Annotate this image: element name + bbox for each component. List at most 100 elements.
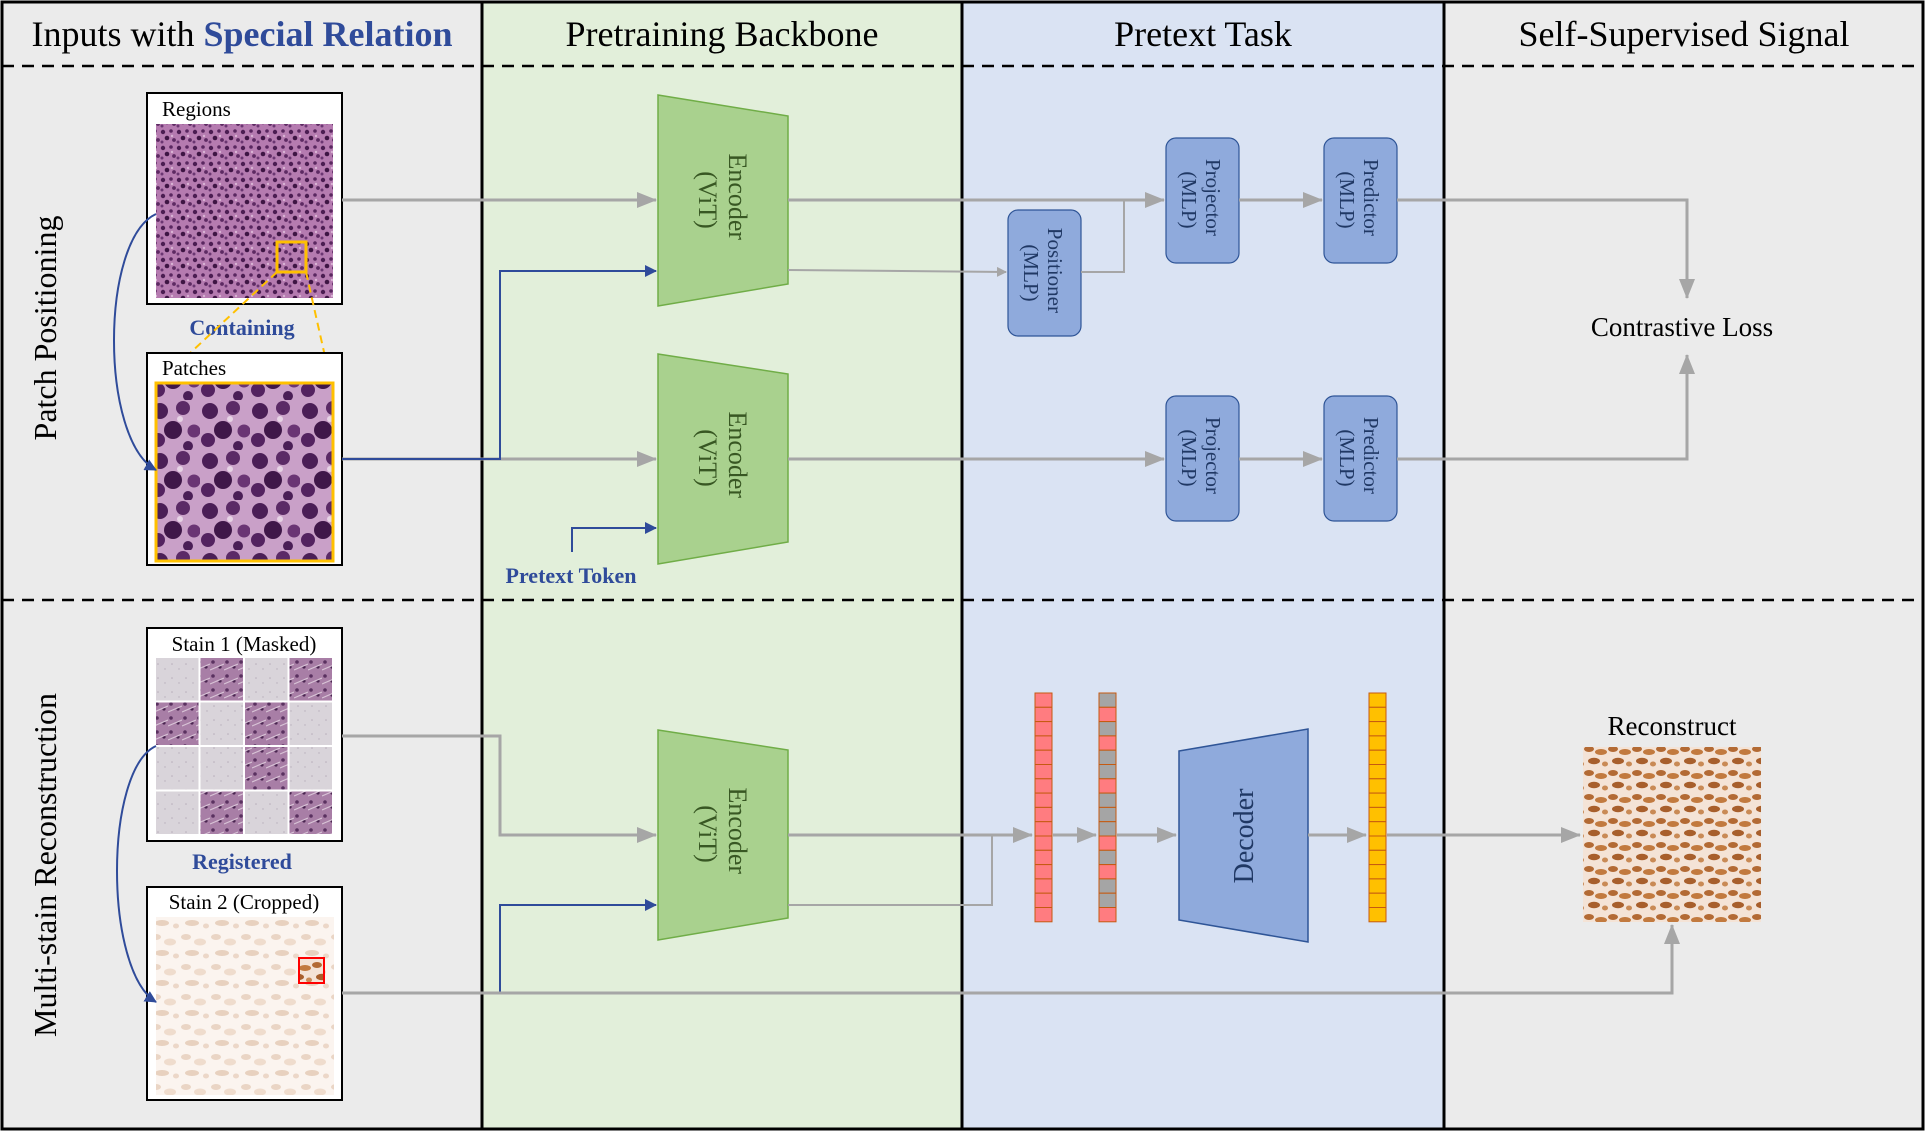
stain1-image-card: Stain 1 (Masked) (146, 627, 343, 842)
svg-text:Projector (MLP): Projector (MLP) (1177, 417, 1225, 499)
stain2-to-reconstruct (342, 924, 1680, 995)
output-token (1368, 849, 1387, 866)
predictor-1: Predictor (MLP) (1323, 137, 1398, 264)
stain2-ihc-image (156, 917, 334, 1095)
visible-token (1034, 821, 1053, 837)
row-label-multistain: Multi-stain Reconstruction (27, 693, 63, 1037)
stain1-tile-light (245, 791, 288, 834)
stain1-tile-light (156, 791, 199, 834)
encoder-2: Encoder (ViT) (657, 353, 789, 565)
output-token (1368, 749, 1387, 766)
output-token (1368, 892, 1387, 909)
containing-label: Containing (189, 315, 294, 340)
encoder1-to-positioner (787, 266, 1007, 277)
visible-token (1034, 706, 1053, 723)
visible-token (1034, 764, 1053, 780)
patches-histology-image (154, 381, 335, 563)
region-highlight-box (275, 240, 308, 274)
positioner-merge-line (1081, 200, 1125, 273)
encoder-3: Encoder (ViT) (657, 729, 789, 941)
visible-token (1034, 849, 1053, 866)
reconstructed-stain-image (1583, 747, 1761, 922)
output-token (1368, 792, 1387, 808)
masked-token (1098, 792, 1117, 808)
stain1-masked-grid (156, 658, 332, 834)
encoder3-side-branch (788, 835, 993, 906)
output-token (1368, 778, 1387, 794)
header-inputs: Inputs with Special Relation (31, 14, 452, 54)
projector-1: Projector (MLP) (1165, 137, 1240, 264)
encoder-1: Encoder (ViT) (657, 94, 789, 307)
masked-token (1098, 706, 1117, 723)
stain1-label: Stain 1 (Masked) (172, 632, 317, 656)
visible-token (1034, 907, 1053, 923)
visible-token (1034, 721, 1053, 737)
patches-label: Patches (162, 356, 226, 380)
svg-text:Predictor (MLP): Predictor (MLP) (1335, 159, 1383, 241)
encoder-2-type: (ViT) (693, 429, 722, 487)
decoder: Decoder (1178, 728, 1309, 943)
predictor2-to-loss (1397, 354, 1695, 461)
stain1-to-stain2-curve (116, 745, 157, 1003)
visible-token (1034, 792, 1053, 808)
registered-label: Registered (192, 849, 292, 874)
svg-text:Encoder (ViT): Encoder (ViT) (693, 787, 752, 880)
output-token (1368, 764, 1387, 780)
stain1-tile-dark (200, 791, 243, 834)
visible-token-column (1034, 692, 1053, 923)
visible-token (1034, 835, 1053, 851)
encoder-3-name: Encoder (723, 787, 752, 874)
output-token (1368, 821, 1387, 837)
regions-to-patches-curve (113, 213, 157, 471)
svg-text:Positioner (MLP): Positioner (MLP) (1019, 228, 1067, 318)
projector-2-name: Projector (1201, 417, 1225, 494)
stain1-tile-light (200, 747, 243, 790)
predictor-1-name: Predictor (1359, 159, 1383, 236)
visible-token (1034, 864, 1053, 880)
predictor-2-name: Predictor (1359, 417, 1383, 494)
masked-token (1098, 692, 1117, 708)
stain1-tile-dark (289, 791, 332, 834)
masked-token (1098, 892, 1117, 909)
svg-text:Projector (MLP): Projector (MLP) (1177, 159, 1225, 241)
masked-token (1098, 749, 1117, 766)
output-token (1368, 706, 1387, 723)
stain1-tile-light (156, 658, 199, 701)
regions-histology-image (156, 124, 333, 298)
stain2-to-encoder-link (499, 899, 657, 993)
patches-image-card: Patches (146, 352, 343, 566)
header-pretext: Pretext Task (1114, 14, 1292, 54)
svg-text:Encoder (ViT): Encoder (ViT) (693, 411, 752, 504)
stain1-tile-light (245, 658, 288, 701)
stain1-to-encoder (342, 734, 657, 843)
masked-token (1098, 821, 1117, 837)
masked-token (1098, 806, 1117, 823)
visible-token (1034, 778, 1053, 794)
contrastive-loss-label: Contrastive Loss (1591, 312, 1773, 342)
visible-token (1034, 878, 1053, 894)
header-special-relation: Special Relation (204, 14, 453, 54)
stain2-crop-box (298, 957, 325, 984)
positioner-mlp: Positioner (MLP) (1007, 209, 1082, 337)
encoder-3-type: (ViT) (693, 805, 722, 863)
stain1-tile-light (289, 747, 332, 790)
masked-token (1098, 835, 1117, 851)
masked-token (1098, 735, 1117, 751)
visible-token (1034, 735, 1053, 751)
pretext-token-label: Pretext Token (506, 563, 637, 588)
stain1-tile-dark (289, 658, 332, 701)
header-backbone: Pretraining Backbone (566, 14, 879, 54)
pretext-token-arrow (571, 522, 657, 552)
projector-2: Projector (MLP) (1165, 395, 1240, 522)
decoder-label: Decoder (1229, 788, 1260, 884)
masked-token (1098, 907, 1117, 923)
masked-token (1098, 778, 1117, 794)
visible-token (1034, 892, 1053, 909)
reconstruct-label: Reconstruct (1608, 711, 1737, 741)
stain1-tile-light (200, 702, 243, 745)
projector-1-type: (MLP) (1177, 171, 1201, 228)
output-token (1368, 806, 1387, 823)
predictor-2-type: (MLP) (1335, 429, 1359, 486)
visible-token (1034, 749, 1053, 766)
